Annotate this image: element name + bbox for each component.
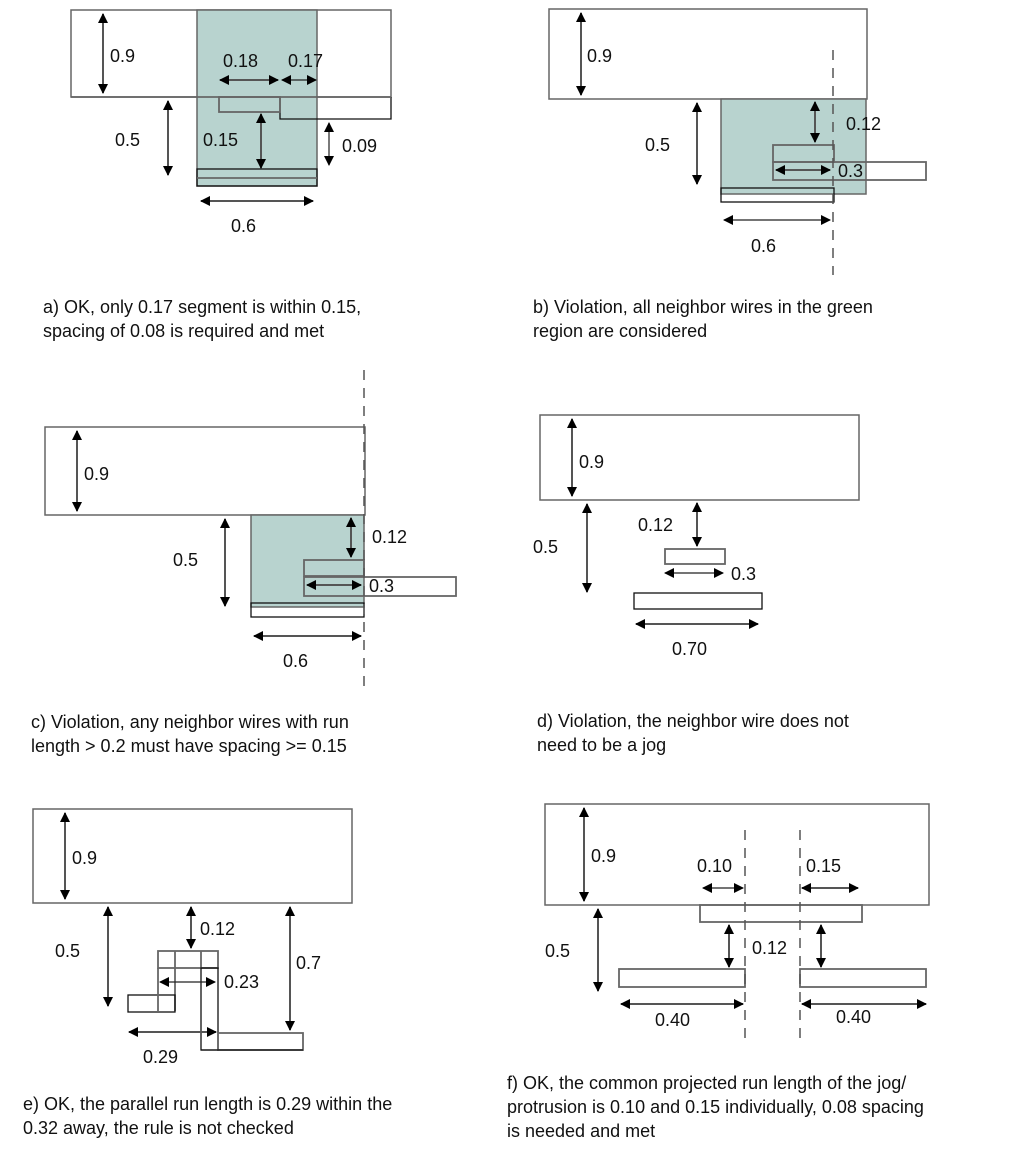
caption-e-line1: e) OK, the parallel run length is 0.29 w… [23, 1094, 392, 1114]
neighbor-wire [633, 592, 763, 610]
label-jog-length: 0.23 [224, 972, 259, 992]
panel-b: 0.9 0.5 0.12 0.3 0.6 b) Violation, all n… [533, 8, 927, 341]
caption-c-line1: c) Violation, any neighbor wires with ru… [31, 712, 349, 732]
wide-wire [539, 414, 860, 501]
neighbor-wire [772, 161, 927, 181]
label-wide-width: 0.9 [110, 46, 135, 66]
label-far-spacing: 0.7 [296, 953, 321, 973]
label-run-right: 0.40 [836, 1007, 871, 1027]
caption-f-line3: is needed and met [507, 1121, 655, 1141]
label-spacing: 0.12 [638, 515, 673, 535]
label-wide-width: 0.9 [579, 452, 604, 472]
label-spacing: 0.12 [372, 527, 407, 547]
label-spacing-step: 0.09 [342, 136, 377, 156]
label-jog-length: 0.3 [369, 576, 394, 596]
caption-d-line2: need to be a jog [537, 735, 666, 755]
green-region [196, 9, 318, 187]
label-jog-length: 0.3 [838, 161, 863, 181]
label-region-depth: 0.5 [533, 537, 558, 557]
caption-f-line2: protrusion is 0.10 and 0.15 individually… [507, 1097, 924, 1117]
caption-f-line1: f) OK, the common projected run length o… [507, 1073, 906, 1093]
panel-d: 0.9 0.5 0.12 0.3 0.70 d) Violation, the … [533, 414, 860, 755]
panel-a: 0.9 0.5 0.18 0.17 0.15 0.09 0.6 a) OK, o… [43, 9, 392, 341]
green-region [250, 514, 365, 608]
neighbor-wire-left [618, 968, 746, 988]
neighbor-wire [217, 1032, 304, 1051]
label-proj-left: 0.10 [697, 856, 732, 876]
label-wide-width: 0.9 [587, 46, 612, 66]
label-spacing: 0.12 [846, 114, 881, 134]
green-region [720, 98, 867, 195]
label-spacing: 0.12 [200, 919, 235, 939]
wide-wire [32, 808, 353, 904]
jog-top [157, 950, 219, 969]
neighbor-wire [303, 576, 457, 597]
protrusion [699, 904, 863, 923]
jog-vertical [200, 967, 219, 1051]
neighbor-wire-right [799, 968, 927, 988]
bottom-wire [720, 187, 835, 203]
jog-segment [664, 548, 726, 565]
caption-d-line1: d) Violation, the neighbor wire does not [537, 711, 849, 731]
label-spacing: 0.12 [752, 938, 787, 958]
wide-wire [548, 8, 868, 100]
label-run-length: 0.6 [231, 216, 256, 236]
label-seg-left: 0.18 [223, 51, 258, 71]
caption-c-line2: length > 0.2 must have spacing >= 0.15 [31, 736, 347, 756]
jog-left-stub [127, 994, 176, 1013]
caption-e-line2: 0.32 away, the rule is not checked [23, 1118, 294, 1138]
label-run-length: 0.70 [672, 639, 707, 659]
caption-a-line1: a) OK, only 0.17 segment is within 0.15, [43, 297, 361, 317]
panel-f: 0.9 0.5 0.10 0.15 0.12 0.40 0.40 f) OK, … [507, 803, 930, 1141]
label-wide-width: 0.9 [84, 464, 109, 484]
wide-wire [44, 426, 366, 516]
label-region-depth: 0.5 [173, 550, 198, 570]
caption-b-line2: region are considered [533, 321, 707, 341]
label-proj-right: 0.15 [806, 856, 841, 876]
label-seg-right: 0.17 [288, 51, 323, 71]
label-run-length: 0.6 [283, 651, 308, 671]
label-parallel-run: 0.29 [143, 1047, 178, 1067]
label-jog-length: 0.3 [731, 564, 756, 584]
panel-c: 0.9 0.5 0.12 0.3 0.6 c) Violation, any n… [31, 370, 457, 756]
label-wide-width: 0.9 [591, 846, 616, 866]
label-region-depth: 0.5 [115, 130, 140, 150]
caption-b-line1: b) Violation, all neighbor wires in the … [533, 297, 873, 317]
label-run-left: 0.40 [655, 1010, 690, 1030]
label-region-depth: 0.5 [545, 941, 570, 961]
label-region-depth: 0.5 [645, 135, 670, 155]
label-run-length: 0.6 [751, 236, 776, 256]
label-wide-width: 0.9 [72, 848, 97, 868]
caption-a-line2: spacing of 0.08 is required and met [43, 321, 324, 341]
label-spacing-inner: 0.15 [203, 130, 238, 150]
label-region-depth: 0.5 [55, 941, 80, 961]
panel-e: 0.9 0.5 0.12 0.23 0.7 0.29 e) OK, the pa… [23, 808, 392, 1138]
